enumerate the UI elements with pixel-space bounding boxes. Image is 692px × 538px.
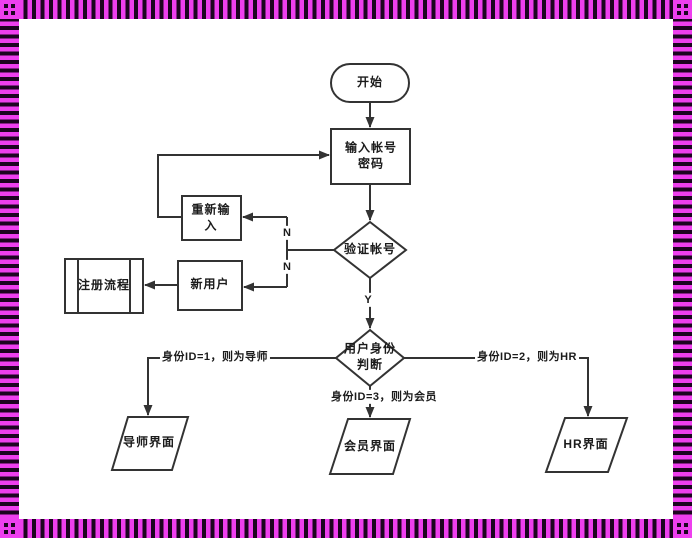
member-ui-label: 会员界面 <box>343 439 397 454</box>
frame-stripe-right <box>673 19 692 519</box>
branch-hr-label: 身份ID=2，则为HR <box>475 349 579 365</box>
flowchart-drawing <box>64 63 629 475</box>
mentor-ui-label: 导师界面 <box>122 435 176 450</box>
frame-stripe-left <box>0 19 19 519</box>
edge-identity-to-mentor <box>143 357 336 416</box>
no-bottom-edge-label: N <box>280 259 294 275</box>
mentor-ui-parallelogram <box>110 416 190 471</box>
branch-member-label: 身份ID=3，则为会员 <box>328 389 440 405</box>
hr-ui-parallelogram <box>544 417 629 473</box>
register-label: 注册流程 <box>77 278 131 293</box>
frame-corner-bottom-left <box>0 519 19 538</box>
hr-ui-label: HR界面 <box>563 437 609 452</box>
member-ui-parallelogram <box>328 418 412 475</box>
frame-corner-top-left <box>0 0 19 19</box>
verify-label: 验证帐号 <box>343 242 397 257</box>
no-top-edge-label: N <box>280 225 294 241</box>
frame-corner-top-right <box>673 0 692 19</box>
yes-edge-label: Y <box>361 292 375 308</box>
reinput-process-shape <box>181 195 242 241</box>
frame-stripe-top <box>19 0 673 19</box>
edge-reinput-loop-to-input <box>157 150 330 218</box>
verify-decision-diamond <box>332 220 408 280</box>
input-process-shape <box>330 128 411 185</box>
newuser-process-shape <box>177 260 243 311</box>
identity-decision-diamond <box>334 328 406 388</box>
frame-corner-bottom-right <box>673 519 692 538</box>
start-terminator-shape <box>330 63 410 103</box>
newuser-label: 新用户 <box>190 277 230 292</box>
flowchart-canvas: 开始 输入帐号 密码 验证帐号 重新输 入 新用户 注册流程 用户身份 判断 导… <box>19 19 673 519</box>
register-predefined-process-shape <box>64 258 144 314</box>
reinput-label: 重新输 入 <box>191 202 231 232</box>
input-label: 输入帐号 密码 <box>344 140 398 170</box>
identity-label: 用户身份 判断 <box>343 341 397 371</box>
edge-identity-to-hr <box>404 357 593 417</box>
start-label: 开始 <box>356 75 384 90</box>
frame-stripe-bottom <box>19 519 673 538</box>
branch-mentor-label: 身份ID=1，则为导师 <box>159 349 271 365</box>
